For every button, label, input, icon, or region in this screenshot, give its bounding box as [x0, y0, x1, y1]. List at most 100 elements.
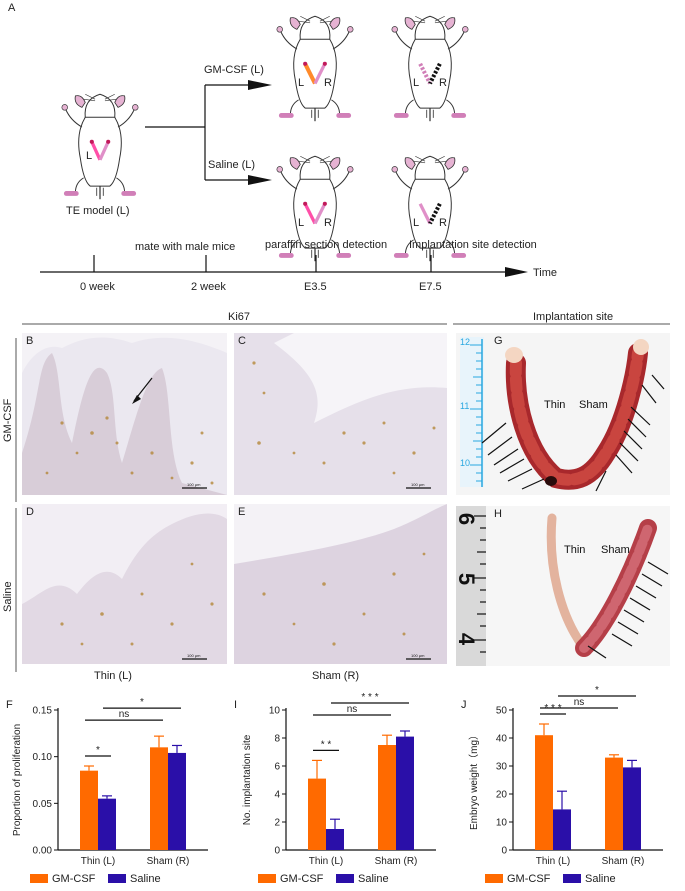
significance-label: ns — [574, 697, 585, 708]
y-tick-label: 20 — [496, 790, 508, 801]
ruler-h-5: 5 — [456, 572, 480, 586]
y-tick-label: 0 — [274, 846, 280, 857]
y-tick-label: 50 — [496, 706, 508, 717]
implant-title: Implantation site — [533, 311, 613, 323]
bar — [378, 745, 396, 850]
photo-g-sham: Sham — [579, 399, 608, 411]
panel-label-j: J — [461, 699, 467, 711]
bar — [168, 752, 186, 850]
y-tick-label: 0 — [501, 846, 507, 857]
panel-label-a: A — [8, 2, 16, 14]
significance-label: * — [140, 697, 144, 708]
y-tick-label: 10 — [269, 706, 281, 717]
ruler-h-6: 6 — [456, 512, 480, 526]
bar — [150, 747, 168, 850]
x-tick-label: Thin (L) — [81, 856, 115, 867]
histology-e: E 100 μm — [234, 504, 447, 664]
branch-gm-label: GM-CSF (L) — [204, 64, 264, 76]
y-tick-label: 2 — [274, 818, 280, 829]
gm-csf-mouse-e75 — [391, 15, 469, 122]
bar — [623, 767, 641, 850]
saline-mouse-e35 — [276, 155, 354, 262]
histology-headers: Ki67 Implantation site — [22, 311, 670, 325]
timeline-tick-2: E3.5 — [304, 281, 327, 293]
label-r-sal2: R — [439, 217, 447, 229]
x-tick-label: Thin (L) — [309, 856, 343, 867]
panel-label-b: B — [26, 335, 34, 347]
bar — [80, 770, 98, 850]
significance-label: * * — [321, 739, 332, 750]
significance-label: * — [96, 745, 100, 756]
label-l-gm2: L — [413, 77, 419, 89]
saline-mouse-e75 — [391, 155, 469, 262]
histology-d: D 100 μm — [22, 504, 227, 664]
y-tick-label: 0.05 — [33, 799, 53, 810]
branch-saline-label: Saline (L) — [208, 159, 255, 171]
significance-label: * * * — [361, 692, 378, 703]
significance-label: ns — [347, 704, 358, 715]
legend-swatch — [30, 874, 48, 883]
histology-c: C 100 μm — [234, 333, 447, 495]
panel-label-e: E — [238, 506, 246, 518]
legend-label: Saline — [130, 873, 161, 885]
gm-csf-mouse-e35 — [276, 15, 354, 122]
label-l-sal1: L — [298, 217, 304, 229]
y-axis-label: Embryo weight（mg） — [468, 730, 480, 830]
histology-b: B 100 μm — [22, 333, 227, 495]
panel-label-f: F — [6, 699, 13, 711]
label-l-te: L — [86, 150, 92, 162]
y-axis-label: No. implantation site — [242, 734, 253, 825]
legend-label: Saline — [358, 873, 389, 885]
y-tick-label: 30 — [496, 762, 508, 773]
photo-h-thin: Thin — [564, 544, 586, 556]
timeline-axis-label: Time — [533, 267, 557, 279]
row-label-saline: Saline — [2, 581, 14, 612]
legend-swatch — [485, 874, 503, 883]
mouse-schematic: L L R L R L R L R GM-CSF (L) Saline (L) … — [40, 15, 557, 293]
ruler-g-12: 12 — [460, 337, 471, 347]
label-r-gm2: R — [439, 77, 447, 89]
photo-h: H 6 5 4 Thin Sham — [456, 506, 670, 666]
timeline-tick-0: 0 week — [80, 281, 115, 293]
x-tick-label: Sham (R) — [375, 856, 418, 867]
y-tick-label: 0.15 — [33, 706, 53, 717]
bar — [605, 757, 623, 850]
significance-label: * — [595, 685, 599, 696]
label-r-sal1: R — [324, 217, 332, 229]
y-tick-label: 4 — [274, 790, 280, 801]
scale-bar-b: 100 μm — [187, 482, 201, 487]
timeline-event-1: paraffin section detection — [265, 239, 387, 251]
y-axis-label: Proportion of proliferation — [12, 724, 23, 836]
panel-label-i: I — [234, 699, 237, 711]
timeline-tick-1: 2 week — [191, 281, 226, 293]
y-tick-label: 8 — [274, 734, 280, 745]
legend-swatch — [336, 874, 354, 883]
bar — [553, 809, 571, 850]
legend-label: GM-CSF — [280, 873, 324, 885]
legend-swatch — [258, 874, 276, 883]
scale-bar-e: 100 μm — [411, 653, 425, 658]
y-tick-label: 0.00 — [33, 846, 53, 857]
timeline-event-2: Implantation site detection — [409, 239, 537, 251]
photo-g: G 12 11 10 Thin Sham — [456, 333, 670, 495]
y-tick-label: 40 — [496, 734, 508, 745]
x-tick-label: Thin (L) — [536, 856, 570, 867]
label-l-gm1: L — [298, 77, 304, 89]
ki67-title: Ki67 — [228, 311, 250, 323]
legend-label: Saline — [585, 873, 616, 885]
bar — [98, 798, 116, 850]
ruler-h-4: 4 — [456, 632, 480, 646]
col-label-sham: Sham (R) — [312, 670, 360, 682]
panel-label-d: D — [26, 506, 34, 518]
row-label-gm: GM-CSF — [2, 398, 14, 442]
te-model-mouse — [61, 93, 139, 200]
legend-swatch — [108, 874, 126, 883]
significance-label: ns — [119, 709, 130, 720]
y-tick-label: 10 — [496, 818, 508, 829]
bar — [535, 735, 553, 850]
bar — [396, 736, 414, 850]
y-tick-label: 6 — [274, 762, 280, 773]
